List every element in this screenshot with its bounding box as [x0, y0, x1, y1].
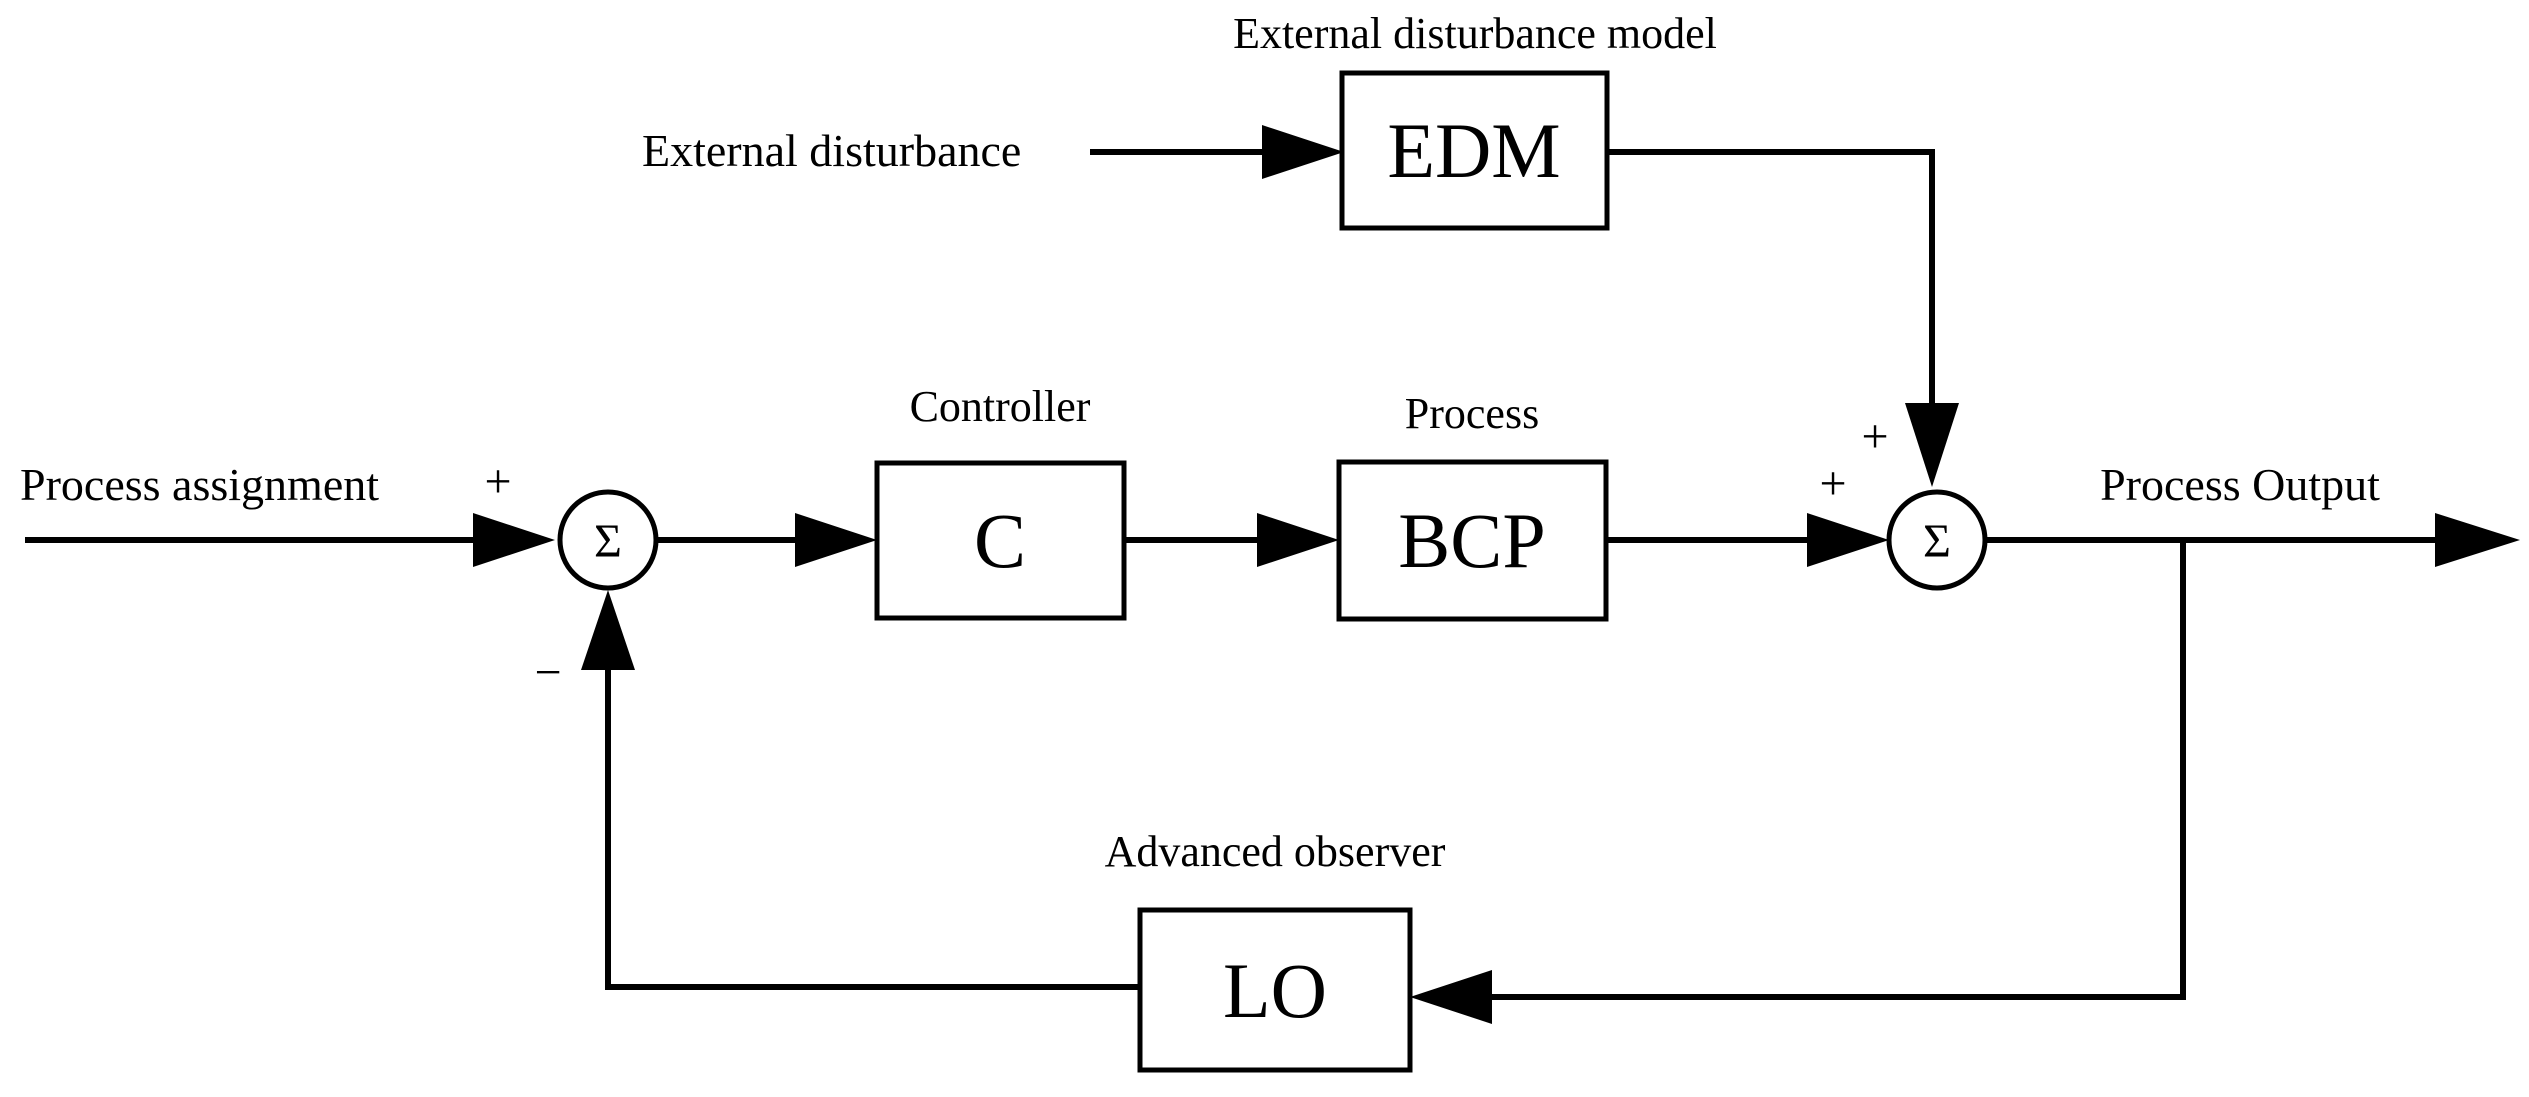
arrowhead-controller [795, 513, 877, 567]
sign-plus-disturbance: + [1861, 410, 1888, 463]
controller-block-label: C [974, 497, 1026, 584]
sign-minus-feedback: − [534, 646, 561, 699]
arrowhead-input [473, 513, 555, 567]
observer-block-label: LO [1223, 947, 1327, 1034]
sign-plus-process: + [1819, 457, 1846, 510]
process-assignment-label: Process assignment [20, 459, 379, 510]
arrowhead-process [1257, 513, 1339, 567]
edm-caption: External disturbance model [1233, 9, 1717, 58]
process-output-label: Process Output [2100, 459, 2380, 510]
observer-block: LO [1137, 907, 1413, 1073]
arrowhead-output [2435, 513, 2520, 567]
arrowhead-sum-right [1807, 513, 1889, 567]
sign-plus-input: + [484, 455, 511, 508]
controller-block: C [874, 460, 1127, 621]
observer-caption: Advanced observer [1105, 827, 1446, 876]
edm-block-label: EDM [1387, 107, 1560, 194]
arrowhead-disturbance-to-sum [1905, 403, 1959, 487]
process-caption: Process [1405, 389, 1539, 438]
process-block-label: BCP [1398, 497, 1545, 584]
sigma-symbol-left: Σ [594, 515, 622, 568]
controller-caption: Controller [910, 382, 1091, 431]
sigma-symbol-right: Σ [1923, 515, 1951, 568]
wire-edm-to-sum [1607, 149, 1935, 408]
wire-observer-to-sum [605, 668, 1140, 990]
arrowhead-observer [1410, 970, 1492, 1024]
summing-junction-left: Σ [557, 489, 659, 591]
edm-block: EDM [1339, 70, 1610, 231]
process-block: BCP [1336, 459, 1609, 622]
wire-feedback-to-observer [1478, 540, 2186, 1000]
arrowhead-feedback-to-sum [581, 590, 635, 670]
external-disturbance-label: External disturbance [642, 125, 1021, 176]
summing-junction-right: Σ [1886, 489, 1988, 591]
arrowhead-edm [1262, 125, 1344, 179]
